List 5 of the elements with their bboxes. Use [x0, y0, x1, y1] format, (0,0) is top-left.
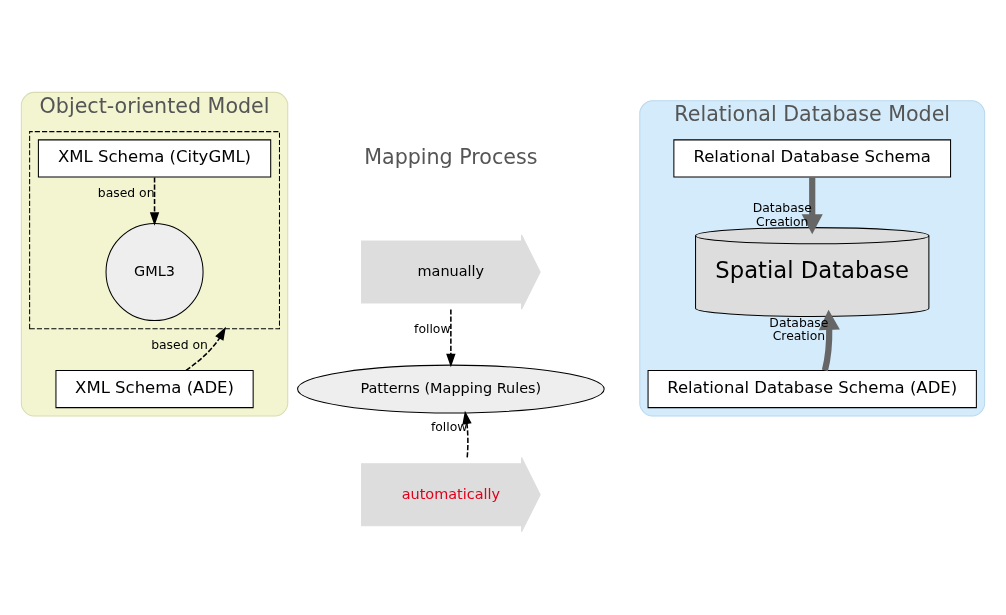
- edge-label: based on: [97, 185, 155, 200]
- edge-label: follow: [414, 321, 451, 336]
- label: Mapping Process: [364, 144, 538, 169]
- edge-label: based on: [151, 337, 208, 352]
- edge-label: follow: [430, 419, 468, 434]
